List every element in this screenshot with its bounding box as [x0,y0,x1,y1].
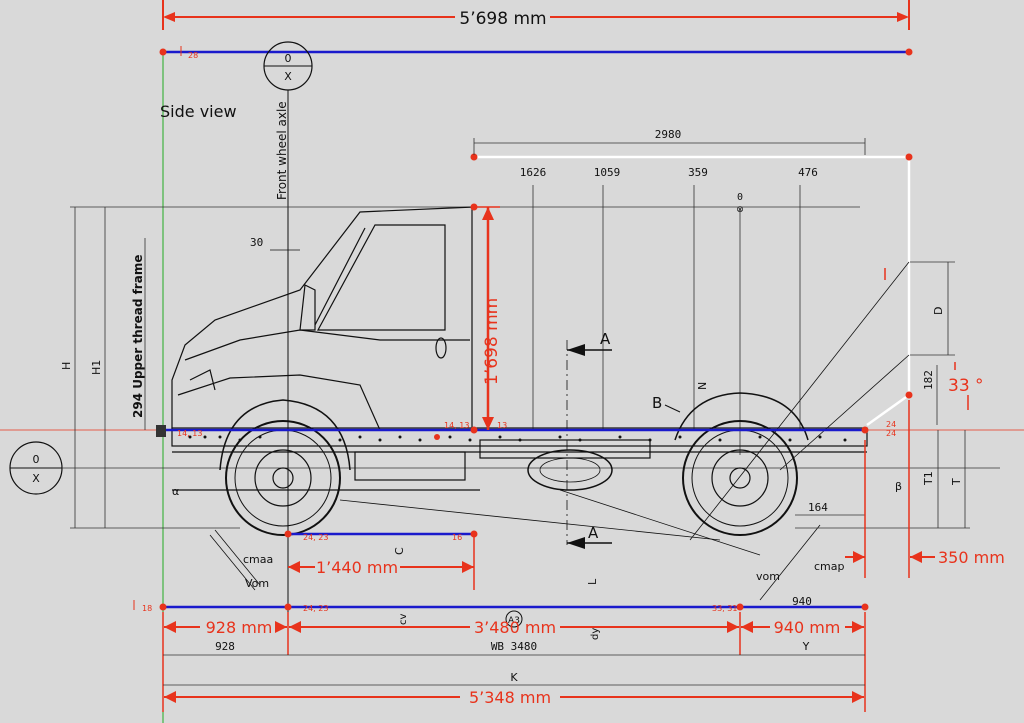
dim-rear-350 [845,400,935,578]
rear-overhang-label: 940 mm [774,618,841,637]
svg-text:α: α [172,485,179,498]
vom-right-label: vom [756,570,780,583]
dim-height [474,206,500,430]
upper-frame-label: 294 Upper thread frame [131,255,145,418]
red-points [159,203,869,611]
point-marker [905,48,913,56]
svg-text:N: N [696,382,709,390]
section-a-marks [566,340,612,549]
dim-overall-bottom [164,691,864,703]
svg-text:359: 359 [688,166,708,179]
svg-text:13: 13 [497,421,507,430]
svg-text:24: 24 [886,420,896,429]
front-wheel-axle-label: Front wheel axle [275,101,289,200]
wheelbase-label: 3’480 mm [474,618,556,637]
svg-text:940: 940 [792,595,812,608]
svg-text:0: 0 [285,52,292,65]
spare-wheel [527,449,613,491]
svg-text:B: B [652,394,662,412]
front-overhang-label: 928 mm [206,618,273,637]
svg-text:⊗: ⊗ [736,205,744,215]
svg-text:X: X [32,472,40,485]
body-outline [474,155,911,427]
frame-bolts [188,435,847,442]
dim-2980: 2980 [655,128,682,141]
front-wheel [219,399,351,536]
svg-text:L: L [586,578,599,585]
svg-text:0: 0 [737,192,743,203]
angle-lines [209,261,910,601]
origin-marker [156,425,166,437]
dim-bottom-row [162,612,866,712]
marker-28: 28 [188,51,198,60]
svg-text:WB 3480: WB 3480 [491,640,537,653]
overall-top-label: 5’698 mm [459,9,546,29]
svg-text:D: D [932,307,945,315]
rear-350-label: 350 mm [938,548,1005,567]
svg-text:T1: T1 [922,471,935,486]
svg-text:18: 18 [142,604,152,613]
svg-text:30: 30 [250,236,263,249]
vom-left-label: Vom [245,577,269,590]
svg-text:A3: A3 [508,616,520,626]
cab-outline [171,206,475,431]
svg-text:24: 24 [886,429,896,438]
origin-symbol-left: 0 X [9,441,63,495]
svg-text:14, 13: 14, 13 [444,421,469,430]
svg-text:T: T [950,478,963,486]
height-label: 1’698 mm [482,298,502,385]
svg-text:24, 23: 24, 23 [303,604,328,613]
chassis-frame [171,427,868,491]
svg-text:K: K [510,671,518,684]
origin-symbol-top: 0 X [263,41,313,91]
svg-text:182: 182 [922,370,935,390]
svg-text:33, 31: 33, 31 [712,604,737,613]
svg-text:24, 23: 24, 23 [303,533,328,542]
svg-text:A: A [600,330,611,348]
front-to-body-label: 1’440 mm [316,558,398,577]
svg-text:A: A [588,524,599,542]
svg-text:H1: H1 [90,360,103,375]
svg-text:dy: dy [590,628,601,640]
svg-text:0: 0 [33,453,40,466]
dim-1440 [288,535,475,590]
angle-label: 33 ° [948,376,984,396]
page-title: Side view [160,102,237,121]
rear-wheel [674,392,809,536]
svg-text:476: 476 [798,166,818,179]
dim-H-H1 [70,206,475,529]
svg-text:928: 928 [215,640,235,653]
point-marker [159,48,167,56]
cmap-label: cmap [814,560,845,573]
svg-text:H: H [60,362,73,370]
svg-text:Y: Y [802,640,810,653]
svg-text:C: C [393,547,406,555]
svg-text:β: β [895,480,902,493]
cmaa-label: cmaa [243,553,273,566]
svg-text:cv: cv [398,614,409,625]
svg-text:16: 16 [452,533,462,542]
svg-text:14, 13: 14, 13 [177,429,202,438]
overall-bottom-label: 5’348 mm [469,688,551,707]
svg-text:1626: 1626 [520,166,547,179]
svg-text:X: X [284,70,292,83]
svg-text:1059: 1059 [594,166,621,179]
svg-text:164: 164 [808,501,828,514]
dim-overall-top: 5’698 mm [162,0,910,30]
